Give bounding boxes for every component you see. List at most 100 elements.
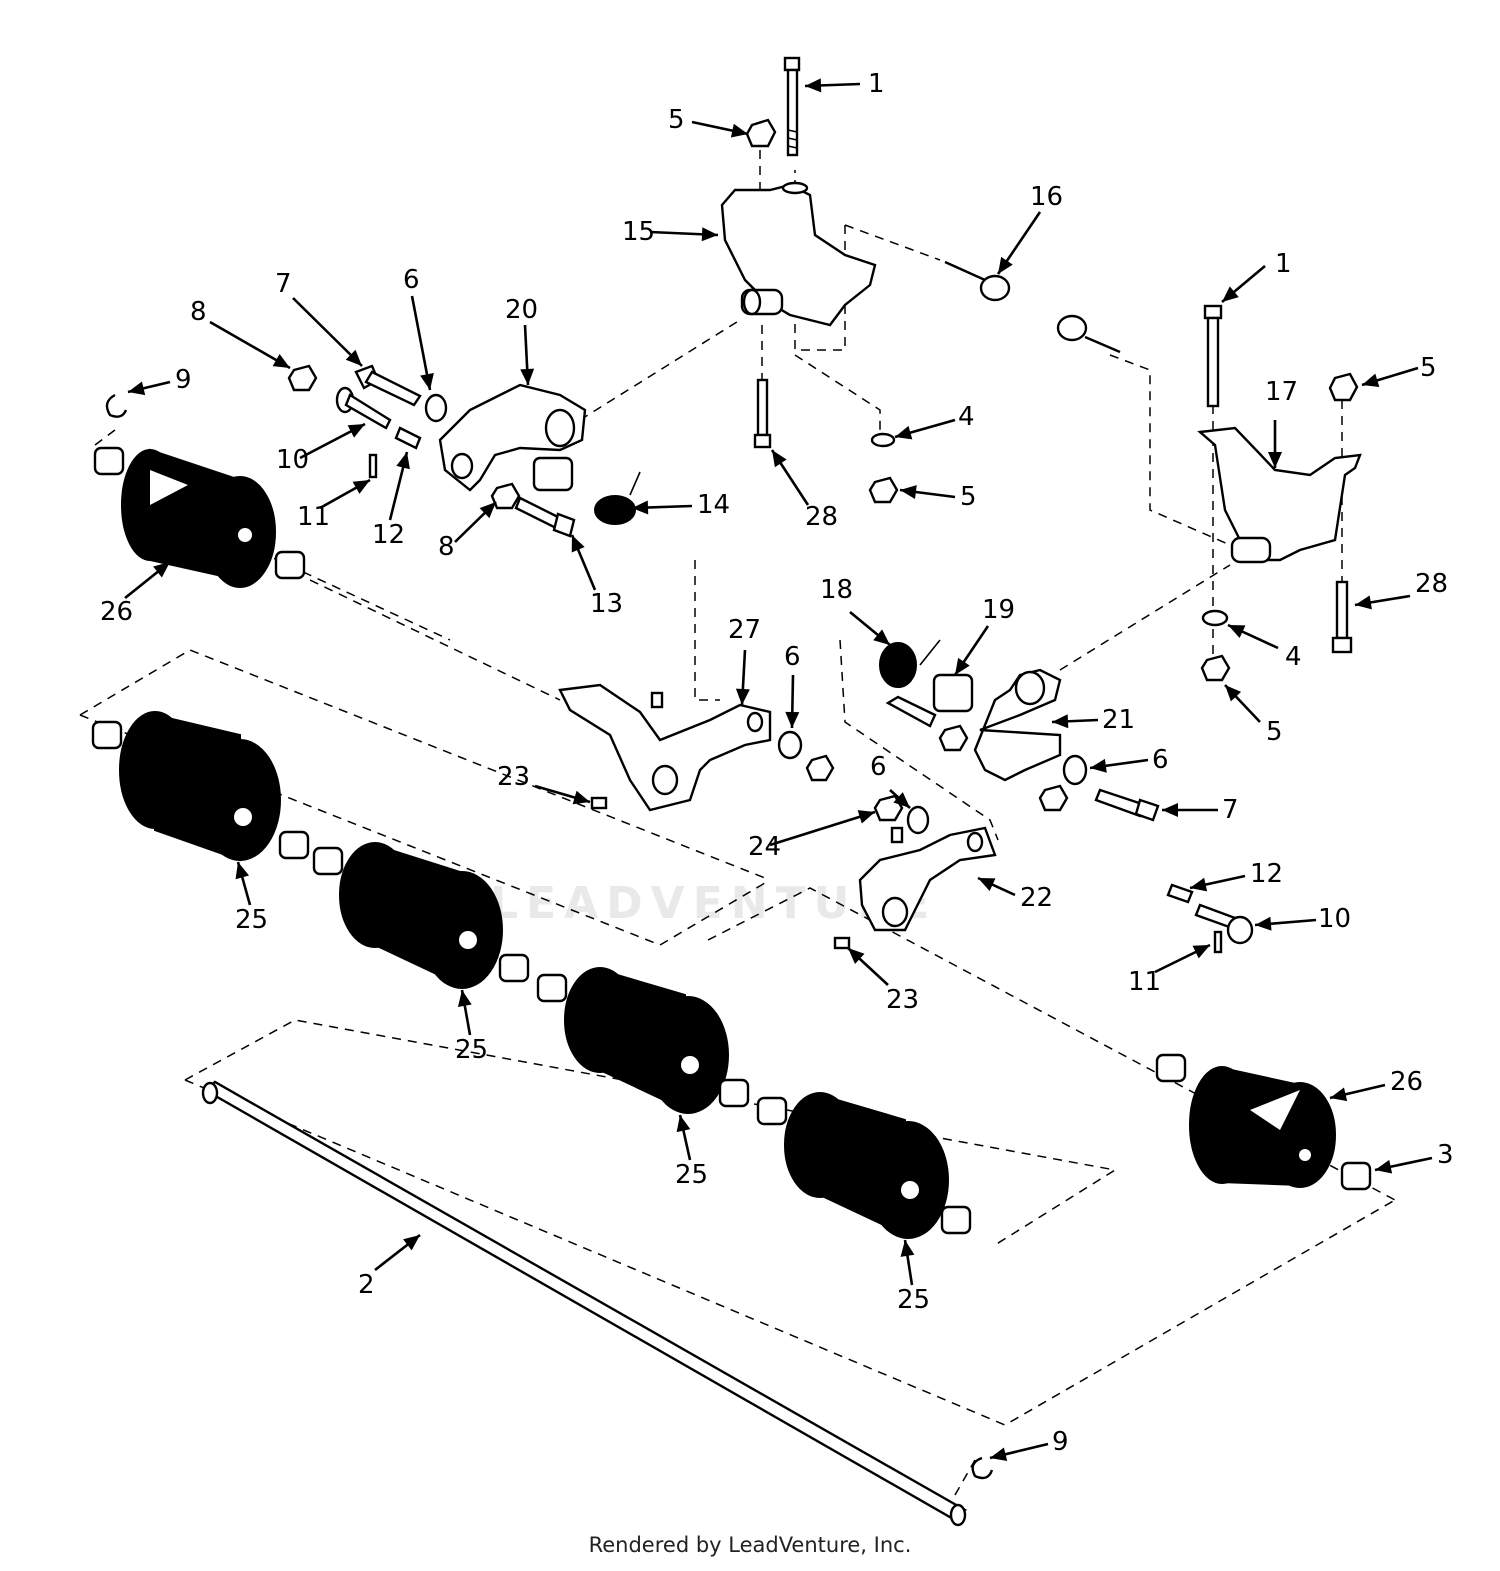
callout-number: 5 (1266, 717, 1283, 747)
bushing-25-b-right (498, 953, 530, 983)
callout-number: 14 (697, 490, 730, 520)
pin-10-left (335, 386, 392, 430)
callout-6: 6 (870, 752, 911, 809)
callout-number: 28 (805, 502, 838, 532)
callout-15: 15 (622, 217, 719, 247)
callout-arrowhead (153, 562, 170, 578)
callout-number: 6 (1152, 745, 1169, 775)
spring-18 (879, 639, 941, 688)
callout-2: 2 (358, 1233, 421, 1300)
nut-5-mid (868, 476, 899, 504)
callout-arrowhead (805, 78, 822, 93)
callout-arrowhead (571, 535, 585, 553)
callout-number: 15 (622, 217, 655, 247)
callout-3: 3 (1374, 1140, 1454, 1174)
callout-20: 20 (505, 295, 538, 386)
callout-arrowhead (772, 450, 787, 468)
callout-arrowhead (1190, 877, 1208, 892)
callout-arrowhead (1192, 945, 1210, 959)
bushing-25-b-left (312, 846, 344, 876)
callout-8: 8 (438, 501, 497, 562)
callout-arrowhead (978, 878, 996, 892)
callout-arrowhead (420, 372, 434, 390)
bolt-21 (885, 695, 937, 728)
roller-spacer-19 (932, 673, 974, 713)
callout-7: 7 (1162, 795, 1239, 825)
parts (91, 56, 1372, 1527)
bolt-28-left (753, 378, 772, 449)
callout-arrowhead (1268, 452, 1282, 468)
bushing-26-right-a (1155, 1053, 1187, 1083)
callout-number: 20 (505, 295, 538, 325)
arm-20 (438, 383, 587, 492)
arm-21 (973, 668, 1062, 782)
callout-number: 28 (1415, 569, 1448, 599)
callout-9: 9 (127, 365, 192, 396)
clip-9-right (971, 1456, 994, 1480)
callout-number: 11 (1128, 967, 1161, 997)
bushing-26-left-a (93, 446, 125, 476)
callout-18: 18 (820, 575, 891, 647)
spring-14-left (594, 471, 641, 525)
callout-arrowhead (900, 1240, 915, 1257)
callout-arrowhead (1375, 1159, 1393, 1174)
callout-number: 17 (1265, 377, 1298, 407)
callout-25: 25 (675, 1114, 708, 1190)
callout-5: 5 (899, 482, 977, 512)
callout-13: 13 (570, 534, 623, 619)
roller-26-right (1189, 1066, 1336, 1188)
callout-6: 6 (784, 642, 801, 729)
callout-number: 25 (235, 905, 268, 935)
nut-21-lower (1038, 784, 1069, 812)
callout-number: 3 (1437, 1140, 1454, 1170)
callout-arrowhead (735, 688, 750, 705)
callout-25: 25 (897, 1239, 930, 1315)
clip-9-left (105, 393, 128, 418)
callout-number: 19 (982, 595, 1015, 625)
callout-21: 21 (1051, 705, 1135, 735)
callout-25: 25 (455, 989, 488, 1065)
callout-labels: 1123445555566667788991010111112121314151… (100, 69, 1454, 1462)
bushing-26-left-b (274, 550, 306, 580)
arm-27 (558, 683, 772, 812)
roller-25-c (564, 967, 729, 1114)
callout-number: 4 (1285, 642, 1302, 672)
callout-arrowhead (1090, 758, 1107, 773)
bushing-25-d-right (940, 1205, 972, 1235)
washer-6-lower (906, 805, 930, 835)
shaft-2 (201, 1080, 967, 1527)
callout-arrowhead (352, 480, 370, 494)
callout-arrowhead (1255, 916, 1272, 931)
bolt-1-top (783, 56, 801, 157)
callout-number: 23 (497, 762, 530, 792)
callout-24: 24 (748, 810, 876, 862)
arm-22 (858, 826, 997, 932)
callout-25: 25 (235, 861, 268, 935)
callout-number: 21 (1102, 705, 1135, 735)
callout-11: 11 (1128, 943, 1211, 997)
callout-arrowhead (1362, 373, 1380, 388)
callout-arrowhead (1222, 286, 1239, 302)
roller-25-b (339, 842, 503, 989)
callout-arrowhead (128, 381, 146, 396)
callout-arrowhead (873, 629, 890, 645)
callout-number: 5 (1420, 353, 1437, 383)
callout-arrow-line (292, 297, 363, 367)
callout-23: 23 (497, 762, 591, 805)
callout-arrow-line (769, 810, 876, 847)
callout-number: 27 (728, 615, 761, 645)
callout-arrowhead (701, 227, 718, 242)
callout-5: 5 (1361, 353, 1437, 388)
bushing-25-c-right (718, 1078, 750, 1108)
bolt-13 (514, 496, 576, 538)
callout-number: 6 (784, 642, 801, 672)
callout-number: 4 (958, 402, 975, 432)
callout-4: 4 (894, 402, 975, 440)
roller-spacer-19-left (532, 456, 574, 492)
callout-arrowhead (848, 948, 865, 965)
bushing-26-right-b (1340, 1161, 1372, 1191)
callout-arrowhead (1225, 685, 1242, 702)
pin-10-right (1194, 903, 1254, 945)
callout-number: 25 (675, 1160, 708, 1190)
callout-arrowhead (785, 711, 800, 728)
